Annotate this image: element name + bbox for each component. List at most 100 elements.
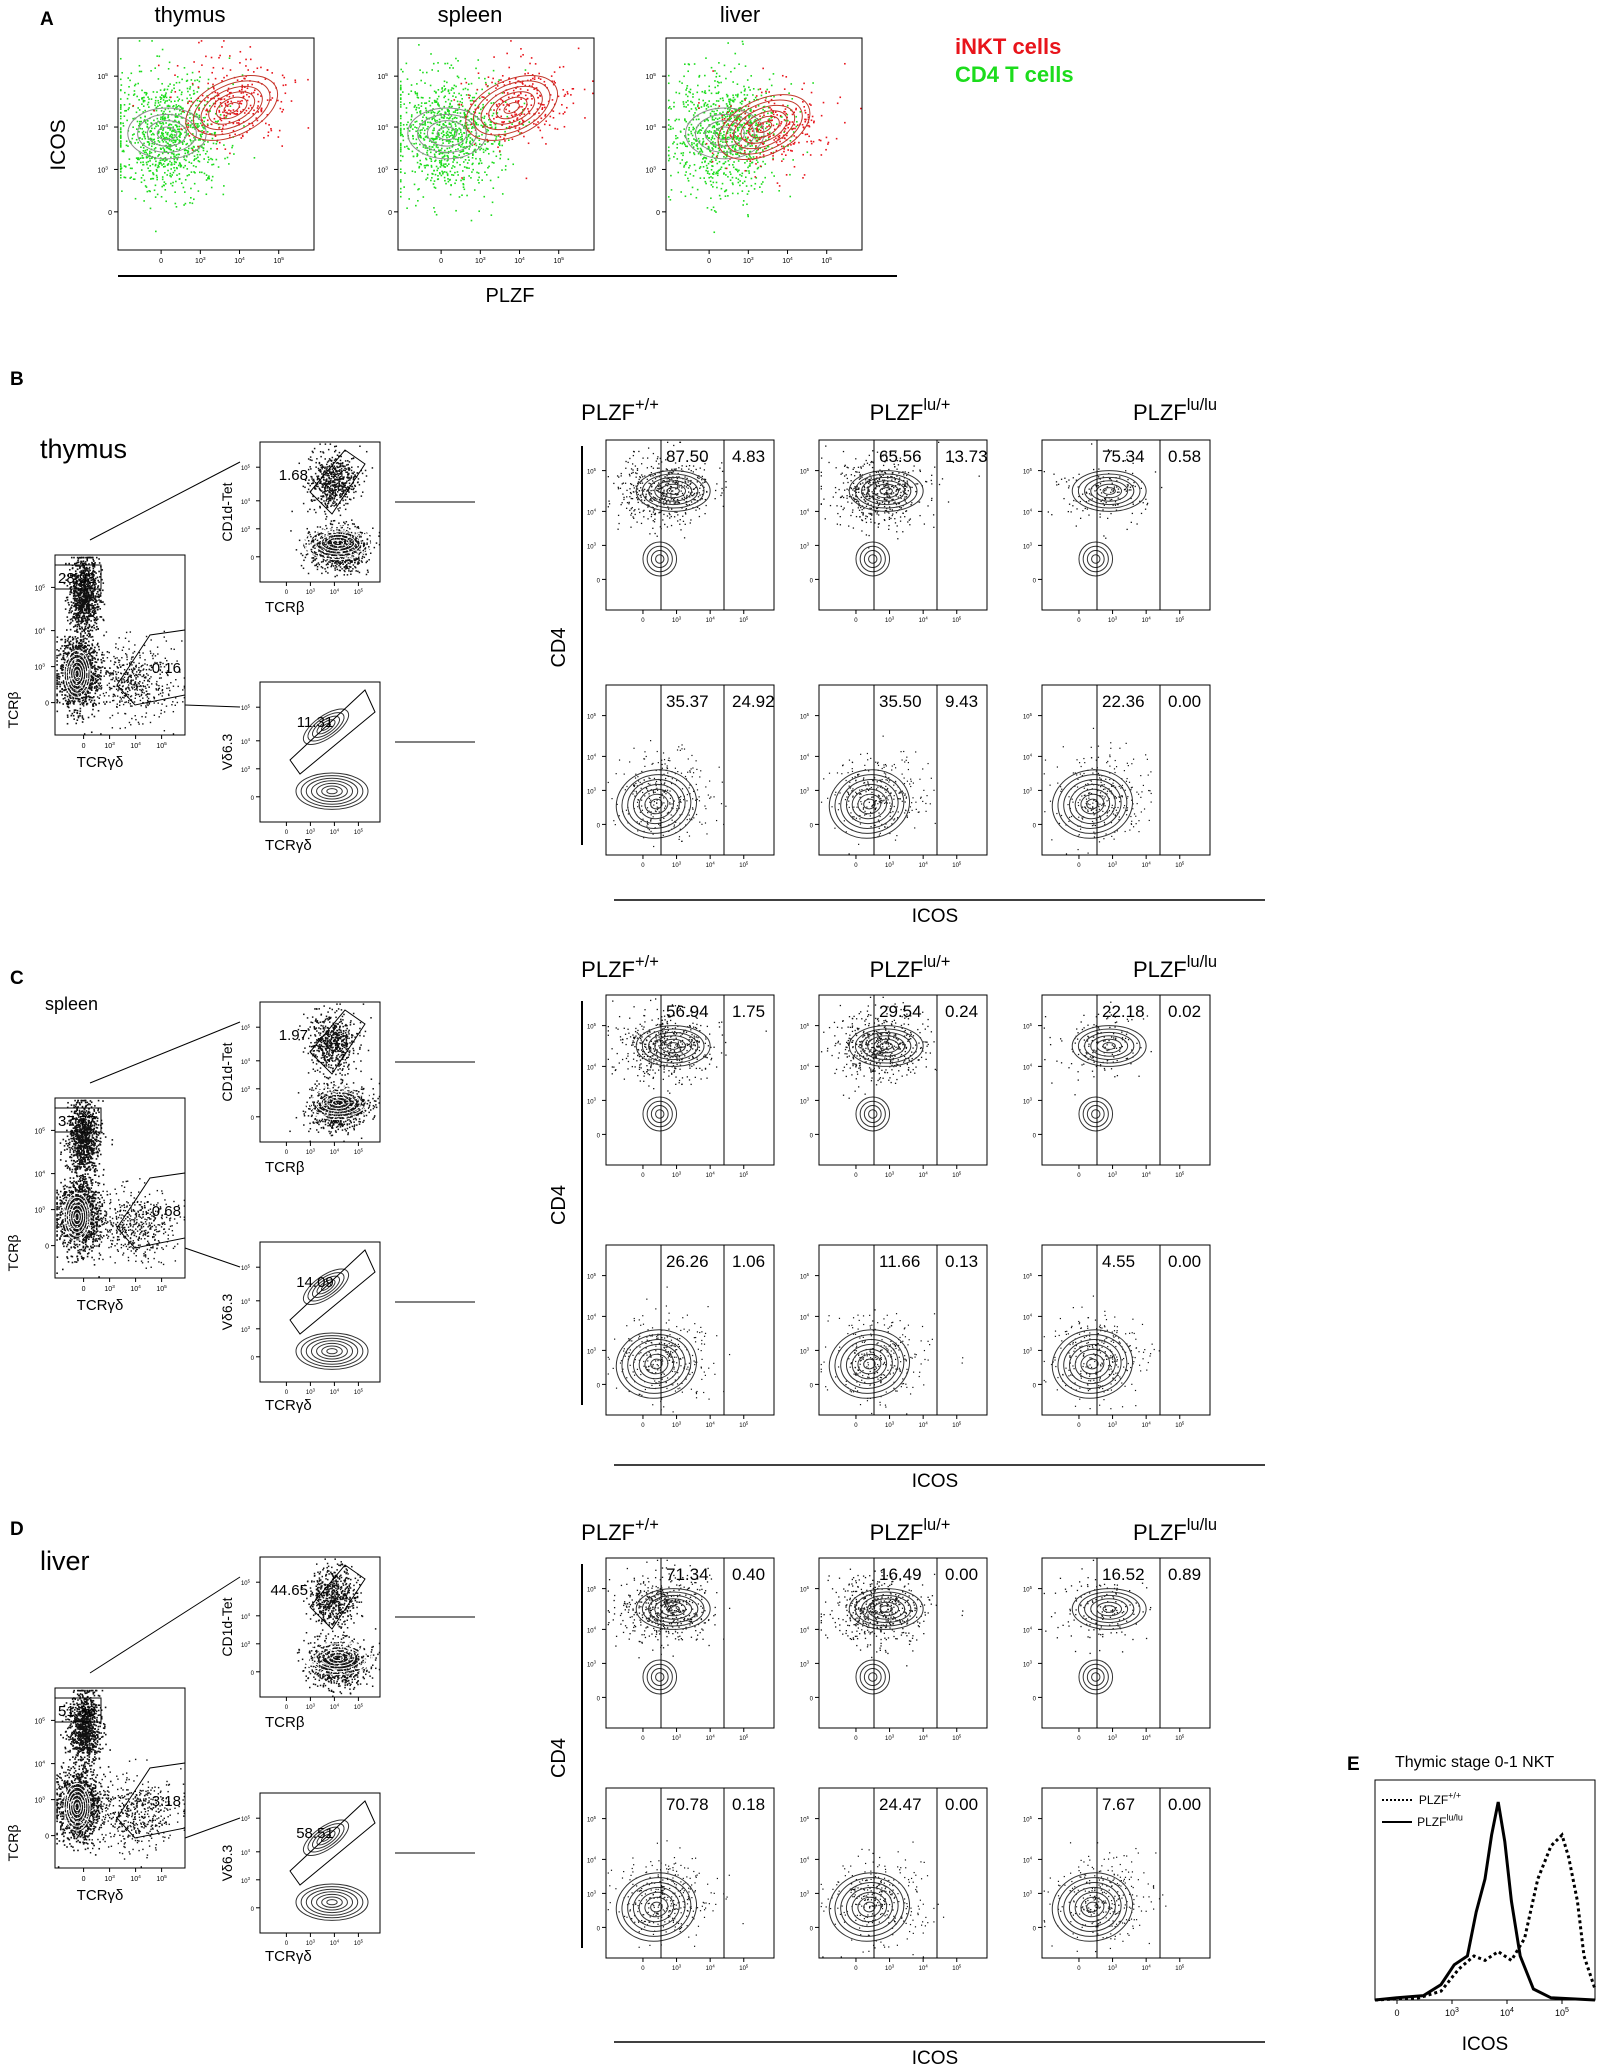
event-dot xyxy=(433,180,436,182)
event-dot xyxy=(76,719,79,721)
event-dot xyxy=(147,101,150,104)
event-dot xyxy=(492,112,495,115)
event-dot xyxy=(81,721,84,723)
event-dot xyxy=(726,153,728,156)
event-dot xyxy=(583,88,586,91)
event-dot xyxy=(504,134,506,137)
event-dot xyxy=(97,642,99,645)
event-dot xyxy=(77,619,80,621)
event-dot xyxy=(208,175,210,178)
event-dot xyxy=(455,96,457,98)
event-dot xyxy=(463,178,465,181)
event-dot xyxy=(444,100,447,103)
event-dot xyxy=(447,140,450,142)
event-dot xyxy=(697,84,699,87)
event-dot xyxy=(138,124,140,127)
event-dot xyxy=(517,80,520,82)
event-dot xyxy=(149,150,151,153)
plot-frame xyxy=(665,37,863,251)
event-dot xyxy=(142,163,144,166)
event-dot xyxy=(416,155,418,158)
event-dot xyxy=(88,630,90,633)
event-dot xyxy=(71,567,74,570)
event-dot xyxy=(81,618,83,621)
event-dot xyxy=(697,130,700,133)
event-dot xyxy=(438,124,440,127)
event-dot xyxy=(187,101,189,103)
contour-line xyxy=(200,85,263,131)
event-dot xyxy=(85,623,88,626)
event-dot xyxy=(516,118,518,121)
event-dot xyxy=(119,140,122,142)
event-dot xyxy=(77,599,80,602)
event-dot xyxy=(210,186,213,189)
event-dot xyxy=(461,170,464,172)
event-dot xyxy=(230,100,233,103)
event-dot xyxy=(156,117,159,120)
event-dot xyxy=(89,589,92,592)
event-dot xyxy=(154,150,157,153)
contour-line xyxy=(725,99,803,155)
event-dot xyxy=(82,612,85,614)
event-dot xyxy=(228,163,230,165)
event-dot xyxy=(229,110,232,112)
event-dot xyxy=(440,149,442,152)
event-dot xyxy=(715,75,718,78)
event-dot xyxy=(444,149,446,152)
event-dot xyxy=(83,609,86,612)
event-dot xyxy=(198,80,201,83)
event-dot xyxy=(435,135,438,138)
event-dot xyxy=(480,162,483,165)
event-dot xyxy=(458,106,461,109)
event-dot xyxy=(206,108,208,111)
event-dot xyxy=(178,162,181,164)
event-dot xyxy=(756,124,759,126)
event-dot xyxy=(690,123,693,126)
event-dot xyxy=(179,140,182,142)
event-dot xyxy=(433,117,435,119)
event-dot xyxy=(202,149,205,152)
event-dot xyxy=(760,125,763,128)
event-dot xyxy=(432,129,434,132)
event-dot xyxy=(450,125,453,127)
event-dot xyxy=(750,127,753,130)
event-dot xyxy=(79,590,82,593)
event-dot xyxy=(584,117,586,119)
event-dot xyxy=(750,122,753,124)
event-dot xyxy=(73,593,76,595)
event-dot xyxy=(749,165,751,167)
event-dot xyxy=(77,594,80,596)
event-dot xyxy=(747,105,750,108)
event-dot xyxy=(434,187,437,189)
event-dot xyxy=(482,126,485,128)
event-dot xyxy=(156,55,158,57)
event-dot xyxy=(92,558,95,561)
event-dot xyxy=(92,590,95,593)
event-dot xyxy=(704,74,706,77)
event-dot xyxy=(161,159,163,161)
event-dot xyxy=(502,100,504,103)
event-dot xyxy=(469,140,472,143)
event-dot xyxy=(490,133,492,135)
event-dot xyxy=(572,102,575,105)
event-dot xyxy=(470,123,473,126)
event-dot xyxy=(805,118,807,121)
event-dot xyxy=(433,169,435,172)
event-dot xyxy=(199,139,201,141)
event-dot xyxy=(197,123,199,125)
event-dot xyxy=(91,655,94,658)
event-dot xyxy=(148,144,150,146)
contour-line xyxy=(146,120,188,147)
event-dot xyxy=(76,602,79,605)
event-dot xyxy=(176,128,179,131)
event-dot xyxy=(441,108,443,111)
event-dot xyxy=(777,135,780,138)
event-dot xyxy=(723,137,725,140)
event-dot xyxy=(466,162,469,164)
event-dot xyxy=(222,67,224,70)
event-dot xyxy=(82,629,85,631)
event-dot xyxy=(195,104,197,107)
event-dot xyxy=(222,111,224,114)
event-dot xyxy=(510,126,513,128)
event-dot xyxy=(78,616,81,619)
